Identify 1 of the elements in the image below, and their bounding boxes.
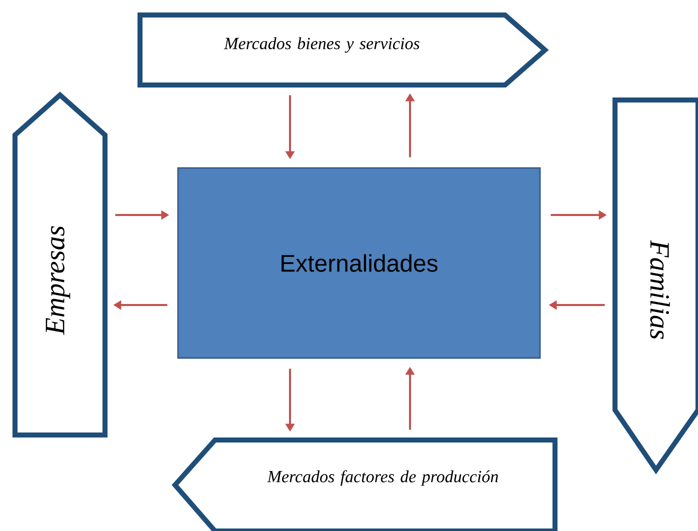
process-box: Externalidades	[177, 167, 541, 359]
